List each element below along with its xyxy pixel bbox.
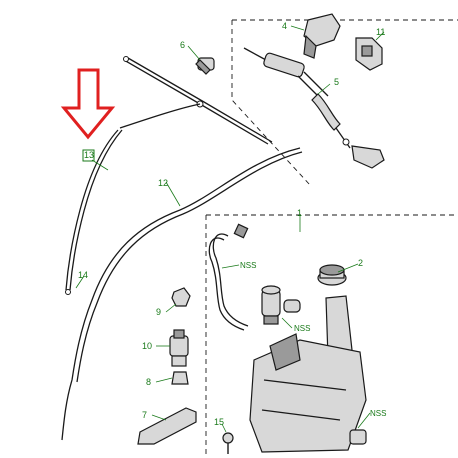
callout-15: 15	[214, 417, 224, 427]
callout-6: 6	[180, 40, 185, 50]
callout-8: 8	[146, 377, 151, 387]
nss-label-reservoir: NSS	[370, 409, 386, 418]
callout-7: 7	[142, 410, 147, 420]
callout-11: 11	[376, 27, 385, 37]
hose-loop-nss	[208, 223, 249, 331]
callout-3-box	[82, 149, 95, 162]
wiper-rod-bracket	[119, 56, 273, 145]
callout-3: 13	[84, 150, 94, 160]
grommet-part-8	[171, 371, 189, 385]
pump-part-10	[169, 329, 189, 367]
nss-label-pump: NSS	[294, 324, 310, 333]
pump-motor	[261, 285, 301, 325]
callout-10: 10	[142, 341, 152, 351]
callout-14: 14	[78, 270, 88, 280]
connector-part-6	[195, 57, 215, 75]
screw-part-15	[222, 432, 234, 454]
leader-lines	[75, 25, 385, 433]
callout-5: 5	[334, 77, 339, 87]
washer-hose-assembly	[61, 129, 303, 441]
callout-1: 1	[297, 208, 302, 218]
callout-12: 12	[158, 178, 168, 188]
washer-jet-part-4	[303, 13, 341, 59]
callout-9: 9	[156, 307, 161, 317]
callout-4: 4	[282, 21, 287, 31]
filler-cap-part-2	[317, 264, 347, 286]
dashed-group-boundary-top	[231, 19, 458, 186]
tee-hose-part-5	[243, 47, 385, 169]
down-arrow-outline-icon	[60, 68, 116, 140]
washer-reservoir	[249, 295, 367, 453]
clip-part-11	[355, 37, 383, 71]
callout-2: 2	[358, 258, 363, 268]
bracket-part-7	[137, 407, 197, 445]
nut-part-9	[171, 287, 191, 307]
nss-label-hose: NSS	[240, 261, 256, 270]
dashed-group-boundary-bottom	[205, 214, 458, 458]
